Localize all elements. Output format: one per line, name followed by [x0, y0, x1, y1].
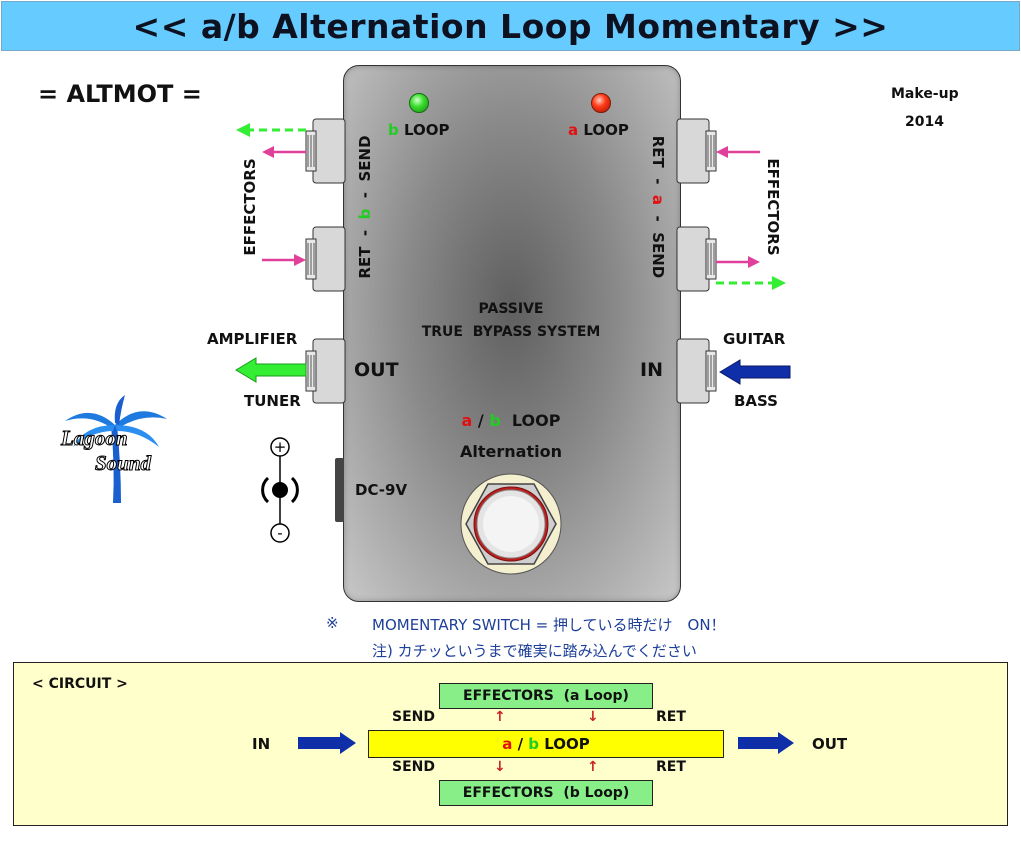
- led-b-green: [409, 93, 429, 113]
- right-ret-jack: [676, 118, 717, 184]
- send-bottom-label: SEND: [392, 759, 435, 775]
- send-top-label: SEND: [392, 709, 435, 725]
- polarity-plus: +: [274, 438, 287, 456]
- left-ret-send-label: RET - b - SEND: [356, 135, 374, 279]
- circuit-out-arrow: [738, 732, 794, 754]
- ret-bottom-label: RET: [656, 759, 686, 775]
- true-bypass-label: TRUE BYPASS SYSTEM: [421, 324, 601, 340]
- note-mark: ※: [326, 614, 339, 632]
- led-b-label: b LOOP: [388, 121, 450, 139]
- effectors-right-label: EFFECTORS: [764, 158, 782, 256]
- in-jack: [676, 338, 717, 404]
- send-top-arrow: ↑: [494, 709, 506, 725]
- led-a-label: a LOOP: [568, 121, 629, 139]
- amplifier-label: AMPLIFIER: [207, 330, 298, 348]
- note-line2: 注) カチッというまで確実に踏み込んでください: [372, 642, 697, 660]
- guitar-label: GUITAR: [723, 330, 786, 348]
- polarity-minus: -: [277, 524, 282, 542]
- ret-bottom-arrow: ↑: [587, 759, 599, 775]
- out-jack: [305, 338, 346, 404]
- title-bar: << a/b Alternation Loop Momentary >>: [1, 1, 1020, 51]
- effectors-left-label: EFFECTORS: [241, 158, 259, 256]
- led-a-red: [591, 93, 611, 113]
- send-bottom-arrow: ↓: [494, 759, 506, 775]
- bass-label: BASS: [734, 392, 778, 410]
- right-send-arrow: [716, 256, 760, 268]
- lagoon-sound-logo: Lagoon Sound: [60, 395, 167, 503]
- left-ret-jack: [305, 226, 346, 292]
- left-jacks: [305, 118, 346, 292]
- makeup-year: 2014: [905, 114, 944, 130]
- makeup-label: Make-up: [891, 86, 959, 102]
- circuit-out-label: OUT: [812, 735, 848, 753]
- left-send-arrow: [236, 123, 306, 137]
- right-ret-send-label: RET - a - SEND: [649, 135, 667, 279]
- right-jacks: [676, 118, 717, 292]
- circuit-in-arrow: [298, 732, 356, 754]
- circuit-heading: < CIRCUIT >: [32, 676, 128, 692]
- note-line1: MOMENTARY SWITCH = 押している時だけ ON！: [372, 616, 726, 634]
- page-title: << a/b Alternation Loop Momentary >>: [132, 6, 889, 46]
- guitar-arrow: [719, 359, 791, 385]
- switch-loop-label: a / b LOOP: [461, 411, 561, 430]
- in-label: IN: [640, 359, 663, 381]
- ret-top-label: RET: [656, 709, 686, 725]
- footswitch[interactable]: [458, 473, 564, 575]
- circuit-in-label: IN: [252, 735, 271, 753]
- dc-plug: [335, 458, 344, 522]
- logo-line2: Sound: [95, 451, 152, 475]
- model-name: = ALTMOT =: [38, 80, 202, 108]
- loop-box: a / b LOOP: [368, 730, 724, 758]
- left-send-jack: [305, 118, 346, 184]
- tuner-label: TUNER: [244, 392, 301, 410]
- dc-label: DC-9V: [355, 481, 408, 499]
- out-label: OUT: [354, 359, 399, 381]
- ret-top-arrow: ↓: [587, 709, 599, 725]
- right-send-jack: [676, 226, 717, 292]
- logo-line1: Lagoon: [60, 426, 128, 450]
- right-send-dashed-arrow: [716, 276, 786, 290]
- power-polarity-icon: + -: [261, 437, 299, 543]
- effectors-a-box: EFFECTORS (a Loop): [439, 683, 653, 709]
- right-ret-arrow: [716, 146, 760, 158]
- alternation-label: Alternation: [460, 442, 562, 461]
- effectors-b-box: EFFECTORS (b Loop): [439, 780, 653, 806]
- passive-label: PASSIVE: [478, 301, 544, 317]
- amplifier-arrow: [235, 357, 307, 383]
